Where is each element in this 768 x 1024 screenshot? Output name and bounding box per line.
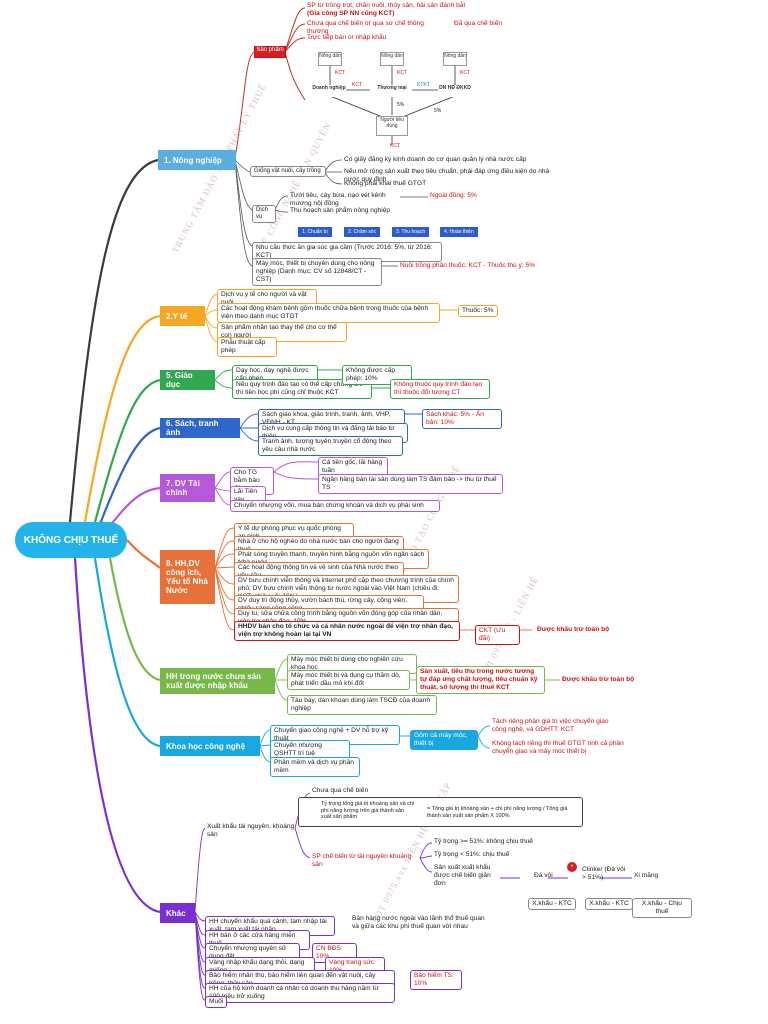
diagram-box-farmer-2: Nông dân	[380, 52, 404, 66]
agri-line-1: SP từ trồng trọt, chăn nuôi, thủy sản, h…	[307, 2, 466, 9]
finance-item[interactable]: Chuyển nhượng vốn, mua bán chứng khoán v…	[230, 500, 440, 512]
agri-service-note: Ngoài đồng: 5%	[430, 192, 477, 199]
health-item[interactable]: Sản phẩm nhân tạo thay thế cho cơ thể co…	[217, 322, 347, 342]
other-export-sub: Chưa qua chế biến	[312, 787, 369, 794]
diagram-box-consumer: Người tiêu dùng	[376, 116, 408, 136]
science-note: Tách riêng phần giá trị việc chuyển giao…	[492, 718, 609, 733]
agri-services[interactable]: Dịch vụ	[252, 205, 276, 224]
education-item[interactable]: Nếu quy trình đào tạo có thể cấp chứng c…	[232, 379, 372, 399]
public-item-aid[interactable]: HHDV bán cho tổ chức và cá nhân nước ngo…	[234, 621, 460, 641]
import-item[interactable]: Tàu bay, dàn khoan dùng làm TSCĐ của doa…	[287, 695, 437, 715]
other-sp-sub: Tỷ trọng >= 51%: không chịu thuế	[434, 838, 533, 845]
agri-line-3: Trực tiếp bán or nhập khẩu	[307, 34, 387, 41]
category-public-services[interactable]: 8. HH,DV công ích, Yếu tố Nhà Nước	[160, 550, 215, 604]
science-note: Không tách riêng thì thuế GTGT tính cả p…	[492, 740, 624, 755]
import-note: Sản xuất, tiêu thụ trong nước tương tự đ…	[416, 666, 545, 694]
agri-service-item: Tưới tiêu, cày bừa, nạo vét kênh mương n…	[290, 192, 386, 207]
agri-badge[interactable]: Sản phẩm	[254, 46, 286, 58]
flow-step: Đá vôi	[534, 872, 553, 879]
agri-machinery[interactable]: Máy móc, thiết bị chuyên dùng cho nông n…	[252, 258, 382, 286]
agri-seeds[interactable]: Giống vật nuôi, cây trồng	[250, 166, 326, 178]
science-item[interactable]: Phần mềm và dịch vụ phần mềm	[270, 757, 360, 777]
health-note: Thuốc: 5%	[458, 305, 498, 317]
finance-sub: Ngân hàng bán tài sản dùng làm TS đảm bả…	[318, 474, 503, 494]
flow-step: Xi măng	[634, 872, 659, 879]
category-other[interactable]: Khác	[160, 903, 195, 923]
flow-box: X.khẩu - KTC	[585, 898, 633, 910]
agri-line-2-note: Đã qua chế biến	[454, 20, 503, 27]
agri-chip: 4. Hoàn thiện	[440, 227, 478, 237]
category-science-tech[interactable]: Khoa học công nghệ	[160, 736, 260, 756]
diagram-box-dn-hd: DN HĐ ĐKKD	[438, 85, 472, 97]
formula-box: Tỷ trọng tổng giá trị khoáng sản và chi …	[298, 797, 583, 827]
agri-seeds-item: Không phải khai thuế GTGT	[344, 180, 427, 187]
science-mid[interactable]: Gồm cả máy móc, thiết bị	[410, 730, 478, 750]
import-note-2: Được khấu trừ toàn bộ	[562, 676, 635, 683]
other-sp-sub: Sản xuất xuất khẩu được chế biến giản đơ…	[434, 864, 491, 887]
diagram-tag: KCT	[335, 70, 345, 76]
plus-icon: +	[567, 862, 577, 872]
books-item[interactable]: Tranh ảnh, tượng tuyên truyền cổ động th…	[258, 436, 403, 456]
public-note: CKT (Ưu đãi)	[475, 625, 520, 645]
flow-box: X.khẩu - KTC	[528, 898, 576, 910]
diagram-tag: KCT	[352, 82, 362, 88]
diagram-tag: KCT	[460, 70, 470, 76]
books-note: Sách khác: 5% - Ấn bản: 10%	[422, 409, 502, 429]
diagram-box-farmer-1: Nông dân	[318, 52, 342, 66]
category-education[interactable]: 5. Giáo dục	[160, 370, 215, 390]
diagram-mid-label: Thương mại	[372, 85, 412, 97]
agri-line-2: Chưa qua chế biến or qua sơ chế thông th…	[307, 20, 424, 35]
formula-label: Tỷ trọng tổng giá trị khoáng sản và chi …	[321, 801, 415, 821]
diagram-tag: 5%	[397, 102, 405, 108]
health-item[interactable]: Các hoạt động khám bệnh gồm thuốc chữa b…	[217, 303, 440, 323]
agri-line-1b: (Gia công SP NN cũng KCT)	[307, 10, 395, 17]
root-node[interactable]: KHÔNG CHỊU THUẾ	[15, 522, 127, 558]
agri-seeds-item: Có giấy đăng ký kinh doanh do cơ quan qu…	[344, 156, 527, 163]
category-agriculture[interactable]: 1. Nông nghiệp	[158, 150, 236, 170]
category-imports[interactable]: HH trong nước chưa sản xuất được nhập kh…	[160, 668, 275, 694]
other-item[interactable]: HH của hộ kinh doanh cá nhân có doanh th…	[205, 983, 395, 1003]
formula-equation: = Tổng giá trị khoáng sản + chi phí năng…	[427, 806, 568, 819]
other-export[interactable]: Xuất khẩu tài nguyên, khoáng sản	[207, 823, 295, 838]
agri-service-item: Thu hoạch sản phẩm nông nghiệp	[290, 207, 391, 214]
category-health[interactable]: 2.Y tế	[160, 306, 205, 326]
category-finance[interactable]: 7. DV Tài chính	[160, 474, 215, 502]
category-books[interactable]: 6. Sách, tranh ảnh	[160, 418, 240, 438]
agri-seeds-item: Nếu mở rộng sản xuất theo tiêu chuẩn, ph…	[344, 168, 550, 183]
agri-chip: 3. Thu hoạch	[392, 227, 430, 237]
diagram-tag: KCT	[390, 143, 400, 149]
diagram-ktkt: KTKT	[417, 82, 430, 88]
agri-chip: 1. Chuẩn bị	[298, 227, 332, 237]
other-sp: SP chế biến từ tài nguyên khoáng sản	[312, 853, 412, 868]
agri-machinery-note: Nuôi trồng phân thuốc: KCT - Thuốc thú y…	[400, 262, 536, 269]
agri-chip: 2. Chăm sóc	[344, 227, 381, 237]
other-item[interactable]: Muối	[205, 996, 227, 1008]
diagram-tag: KCT	[397, 70, 407, 76]
diagram-box-farmer-3: Nông dân	[443, 52, 467, 66]
other-item-note: Bảo hiểm TS: 10%	[410, 970, 462, 990]
import-item[interactable]: Máy móc thiết bị và dụng cụ thăm dò, phá…	[287, 670, 410, 690]
public-note-2: Được khấu trừ toàn bộ	[537, 626, 610, 633]
diagram-box-enterprise: Doanh nghiệp	[312, 85, 346, 97]
flow-box: X.khẩu - Chịu thuế	[632, 898, 692, 918]
other-item-note: Bán hàng nước ngoài vào lãnh thổ thuế qu…	[352, 915, 485, 930]
diagram-tag: 5%	[434, 108, 442, 114]
other-sp-sub: Tỷ trọng < 51%: chịu thuế	[434, 851, 510, 858]
education-note: Không thuộc quy trình đào tạo thì thuộc …	[390, 379, 490, 399]
flow-step: Clinker (Đá vôi > 51%)	[582, 866, 626, 881]
health-item[interactable]: Phẫu thuật cấp phép	[217, 337, 277, 357]
